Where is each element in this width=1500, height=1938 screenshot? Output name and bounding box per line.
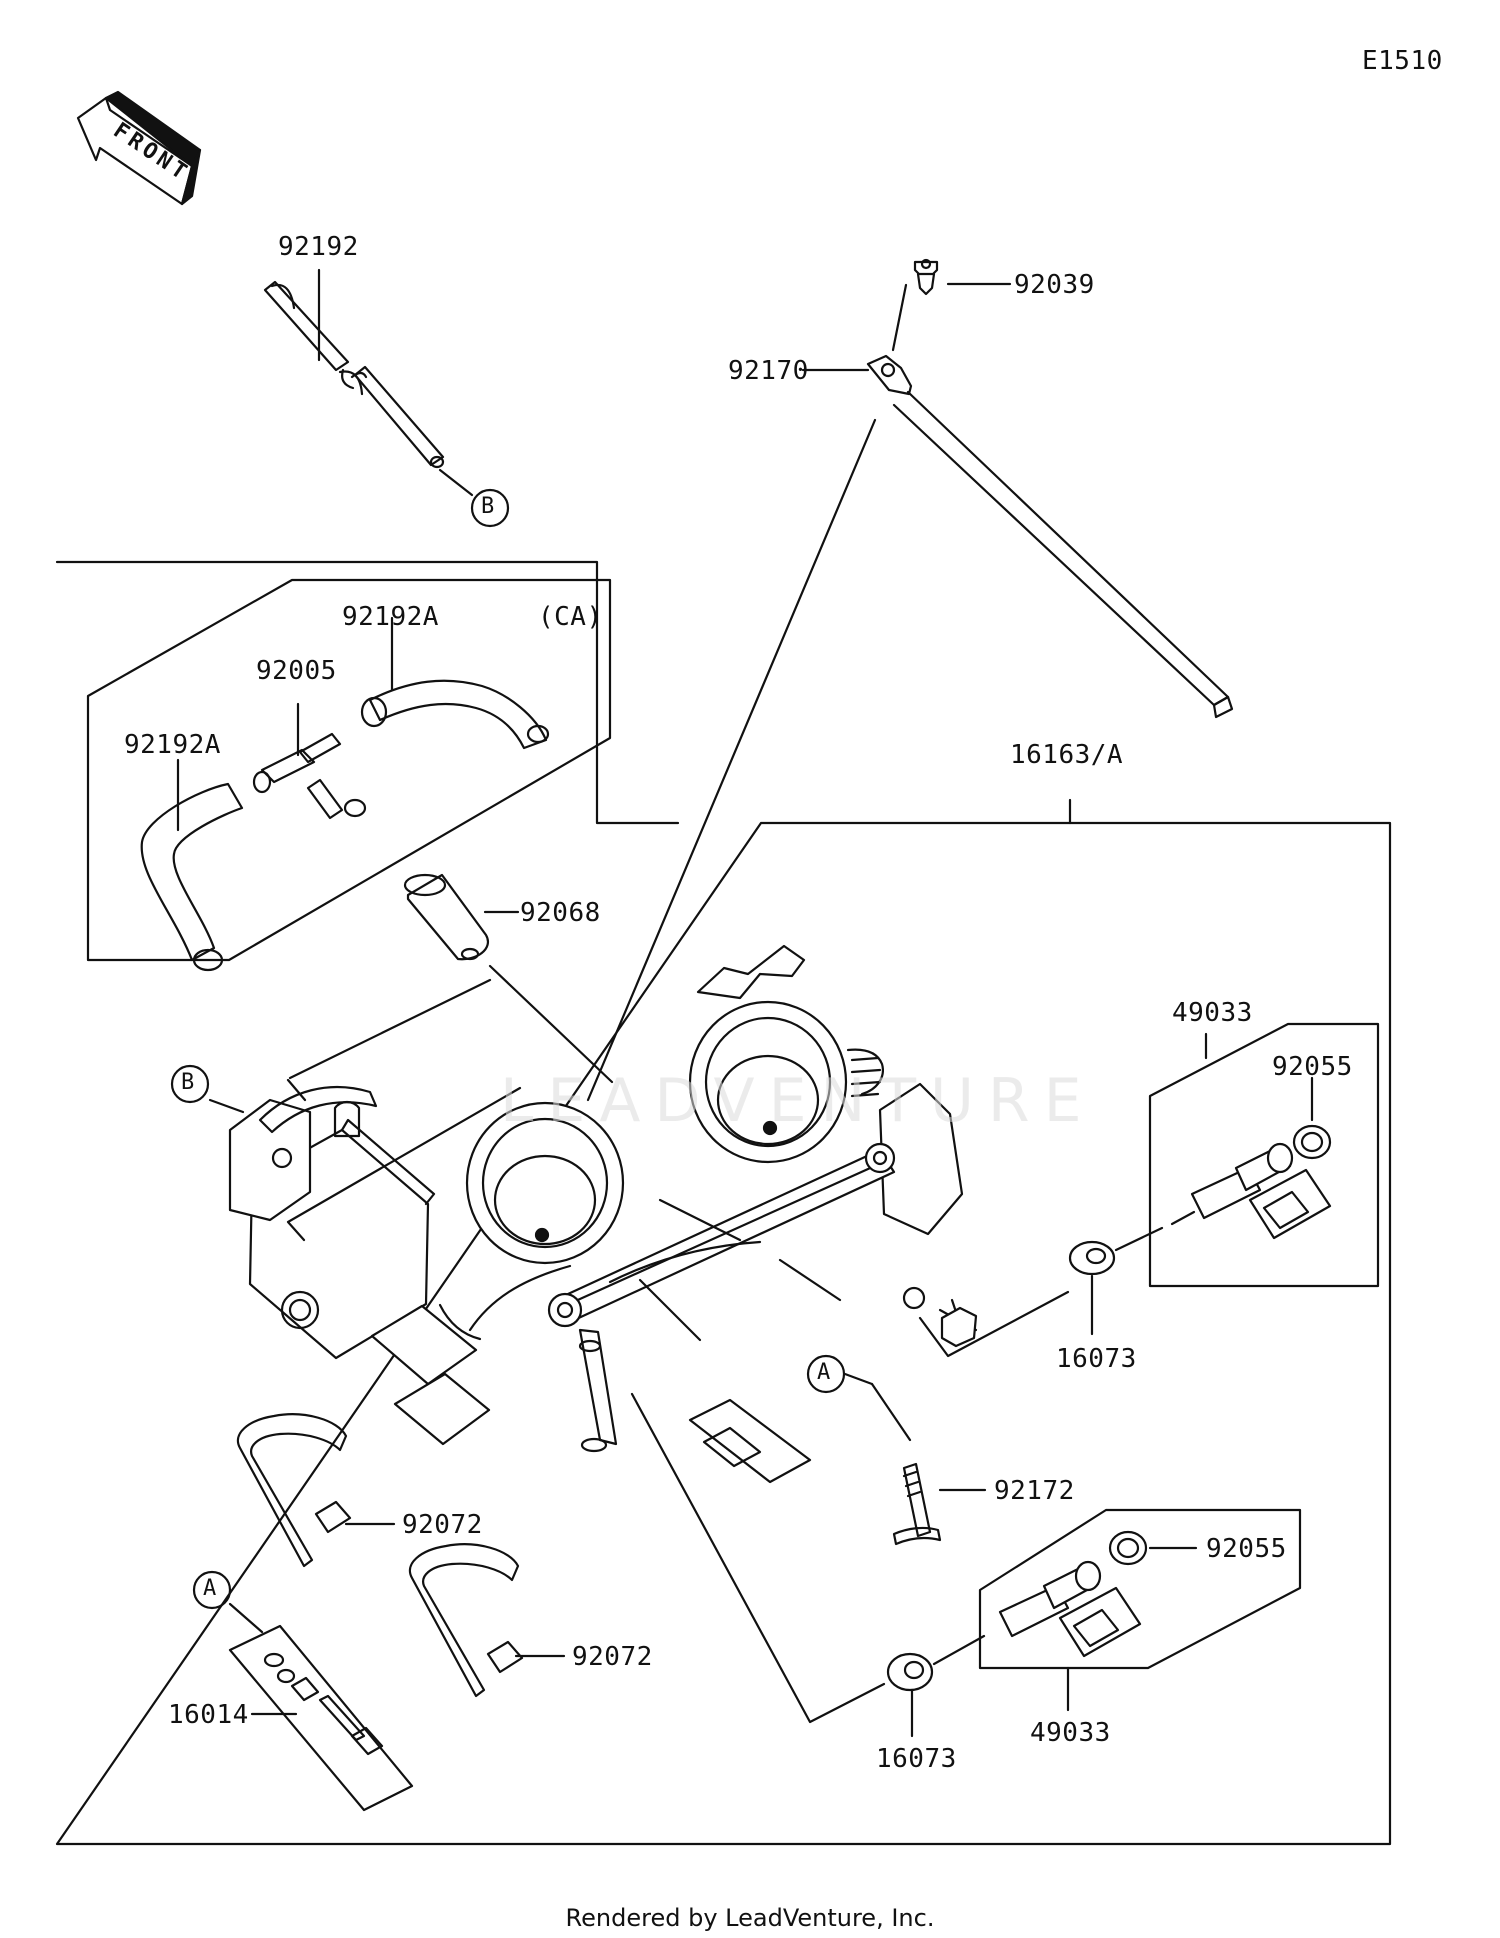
cap-icon-92068	[403, 873, 489, 961]
callout-b-top: B	[481, 494, 495, 519]
front-arrow-icon	[76, 90, 202, 206]
ca-frame	[86, 578, 612, 962]
part-label-92039[interactable]: 92039	[1014, 270, 1095, 300]
fuel-injector-icon-top	[1170, 1124, 1332, 1240]
part-label-16073-top[interactable]: 16073	[1056, 1344, 1137, 1374]
callout-b-left-circle	[170, 1064, 210, 1104]
fuel-injector-icon-bottom	[998, 1530, 1148, 1658]
part-label-92068[interactable]: 92068	[520, 898, 601, 928]
part-label-92192A-top[interactable]: 92192A	[342, 602, 439, 632]
seal-icon-16073-bottom	[886, 1652, 934, 1692]
part-label-92192[interactable]: 92192	[278, 232, 359, 262]
callout-b-top-circle	[470, 488, 510, 528]
ca-label: (CA)	[538, 602, 603, 632]
main-frame	[55, 560, 1392, 1846]
band-strap-icon-92170	[866, 354, 1234, 719]
part-label-92172[interactable]: 92172	[994, 1476, 1075, 1506]
hose-icon-ca	[140, 679, 550, 972]
seal-icon-16073-top	[1068, 1240, 1116, 1276]
page-code: E1510	[1362, 46, 1443, 76]
callout-a-bottom-circle	[192, 1570, 232, 1610]
clip-icon	[913, 258, 939, 296]
callout-a-mid: A	[817, 1360, 831, 1385]
band-strap-icon-92072-top	[236, 1413, 352, 1568]
hose-icon-92192	[263, 268, 474, 497]
part-label-92170[interactable]: 92170	[728, 356, 809, 386]
part-label-92055-bottom[interactable]: 92055	[1206, 1534, 1287, 1564]
part-label-16163A[interactable]: 16163/A	[1010, 740, 1124, 770]
part-label-92055-top[interactable]: 92055	[1272, 1052, 1353, 1082]
frame-49033-bottom	[978, 1508, 1302, 1670]
part-label-92072-top[interactable]: 92072	[402, 1510, 483, 1540]
callout-a-bottom: A	[203, 1576, 217, 1601]
part-label-92072-bottom[interactable]: 92072	[572, 1642, 653, 1672]
throttle-body-icon	[228, 944, 978, 1484]
footer-credit: Rendered by LeadVenture, Inc.	[565, 1904, 935, 1932]
part-label-49033-bottom[interactable]: 49033	[1030, 1718, 1111, 1748]
screw-icon-92172	[892, 1462, 942, 1546]
frame-49033-top	[1148, 1022, 1380, 1288]
part-label-49033-top[interactable]: 49033	[1172, 998, 1253, 1028]
callout-b-left: B	[181, 1070, 195, 1095]
watermark: LEADVENTURE	[500, 1066, 1096, 1136]
part-label-16073-bottom[interactable]: 16073	[876, 1744, 957, 1774]
part-label-16014[interactable]: 16014	[168, 1700, 249, 1730]
band-strap-icon-92072-bottom	[408, 1543, 524, 1698]
frame-16014	[228, 1624, 414, 1812]
part-label-92192A-left[interactable]: 92192A	[124, 730, 221, 760]
part-label-92005[interactable]: 92005	[256, 656, 337, 686]
